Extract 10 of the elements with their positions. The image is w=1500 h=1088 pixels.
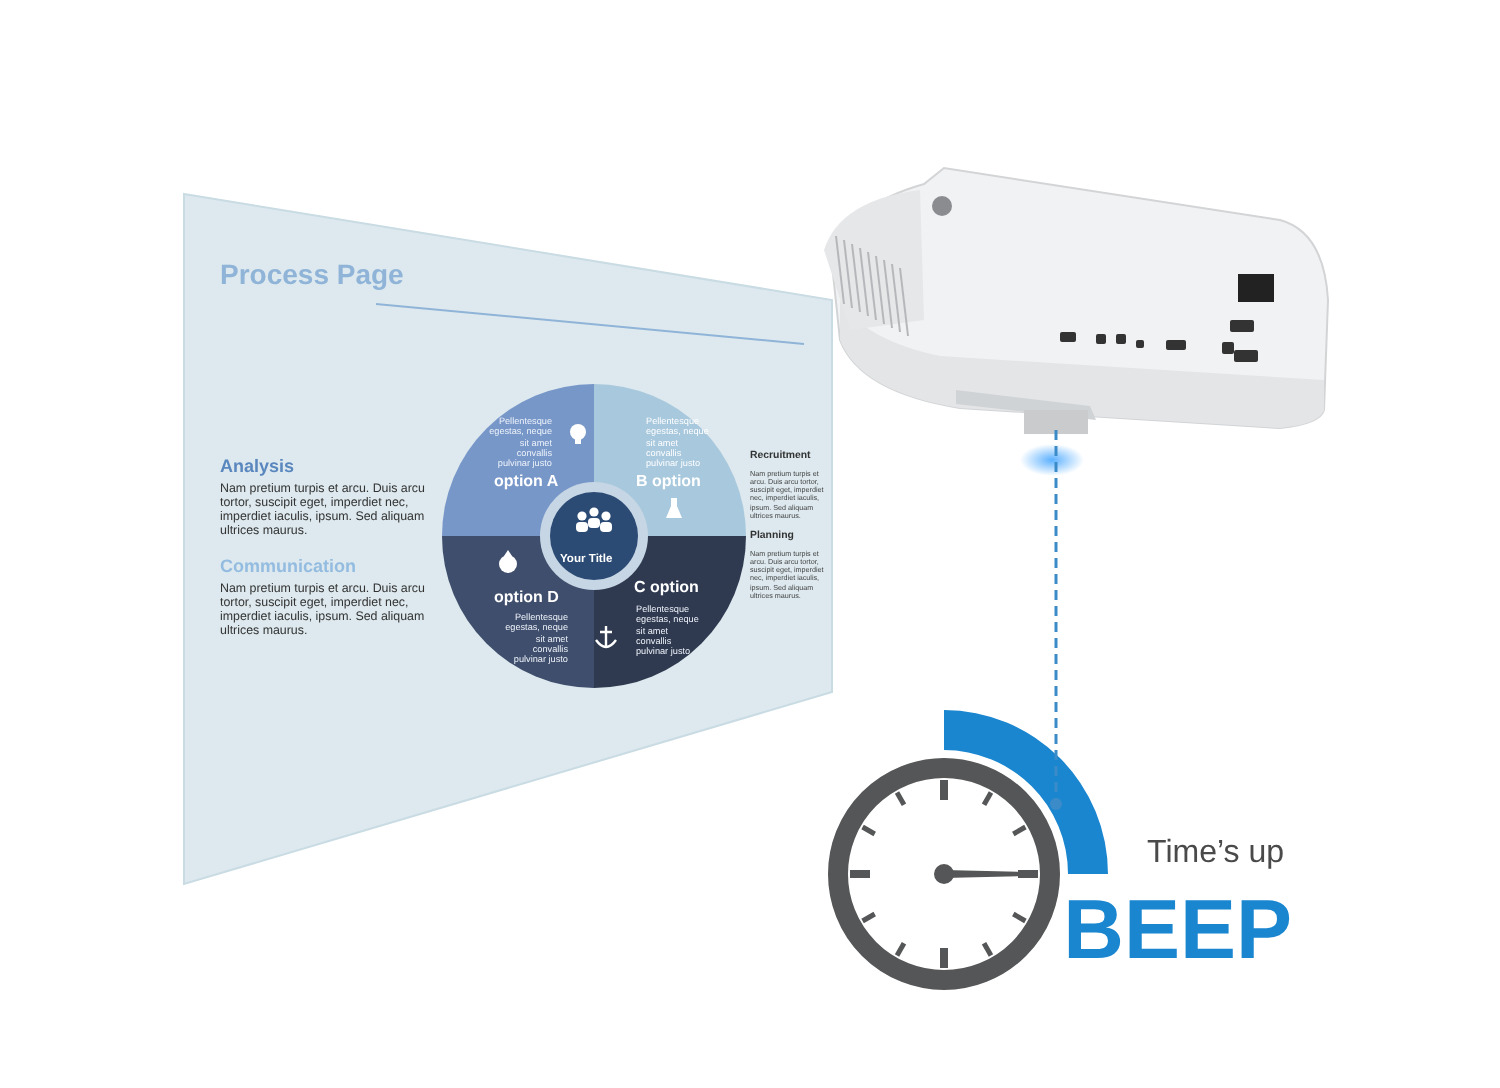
section-heading: Analysis [220,456,295,477]
status-heading: Time’s up [1145,836,1286,872]
option-label: C option [634,578,699,597]
option-label: option A [494,472,559,491]
section-heading: Communication [220,556,357,577]
option-label: B option [636,472,701,491]
option-label: option D [494,588,559,607]
alert-word: BEEP [1061,887,1292,972]
leader-line [1050,430,1062,810]
slide-title: Process Page [220,258,404,291]
